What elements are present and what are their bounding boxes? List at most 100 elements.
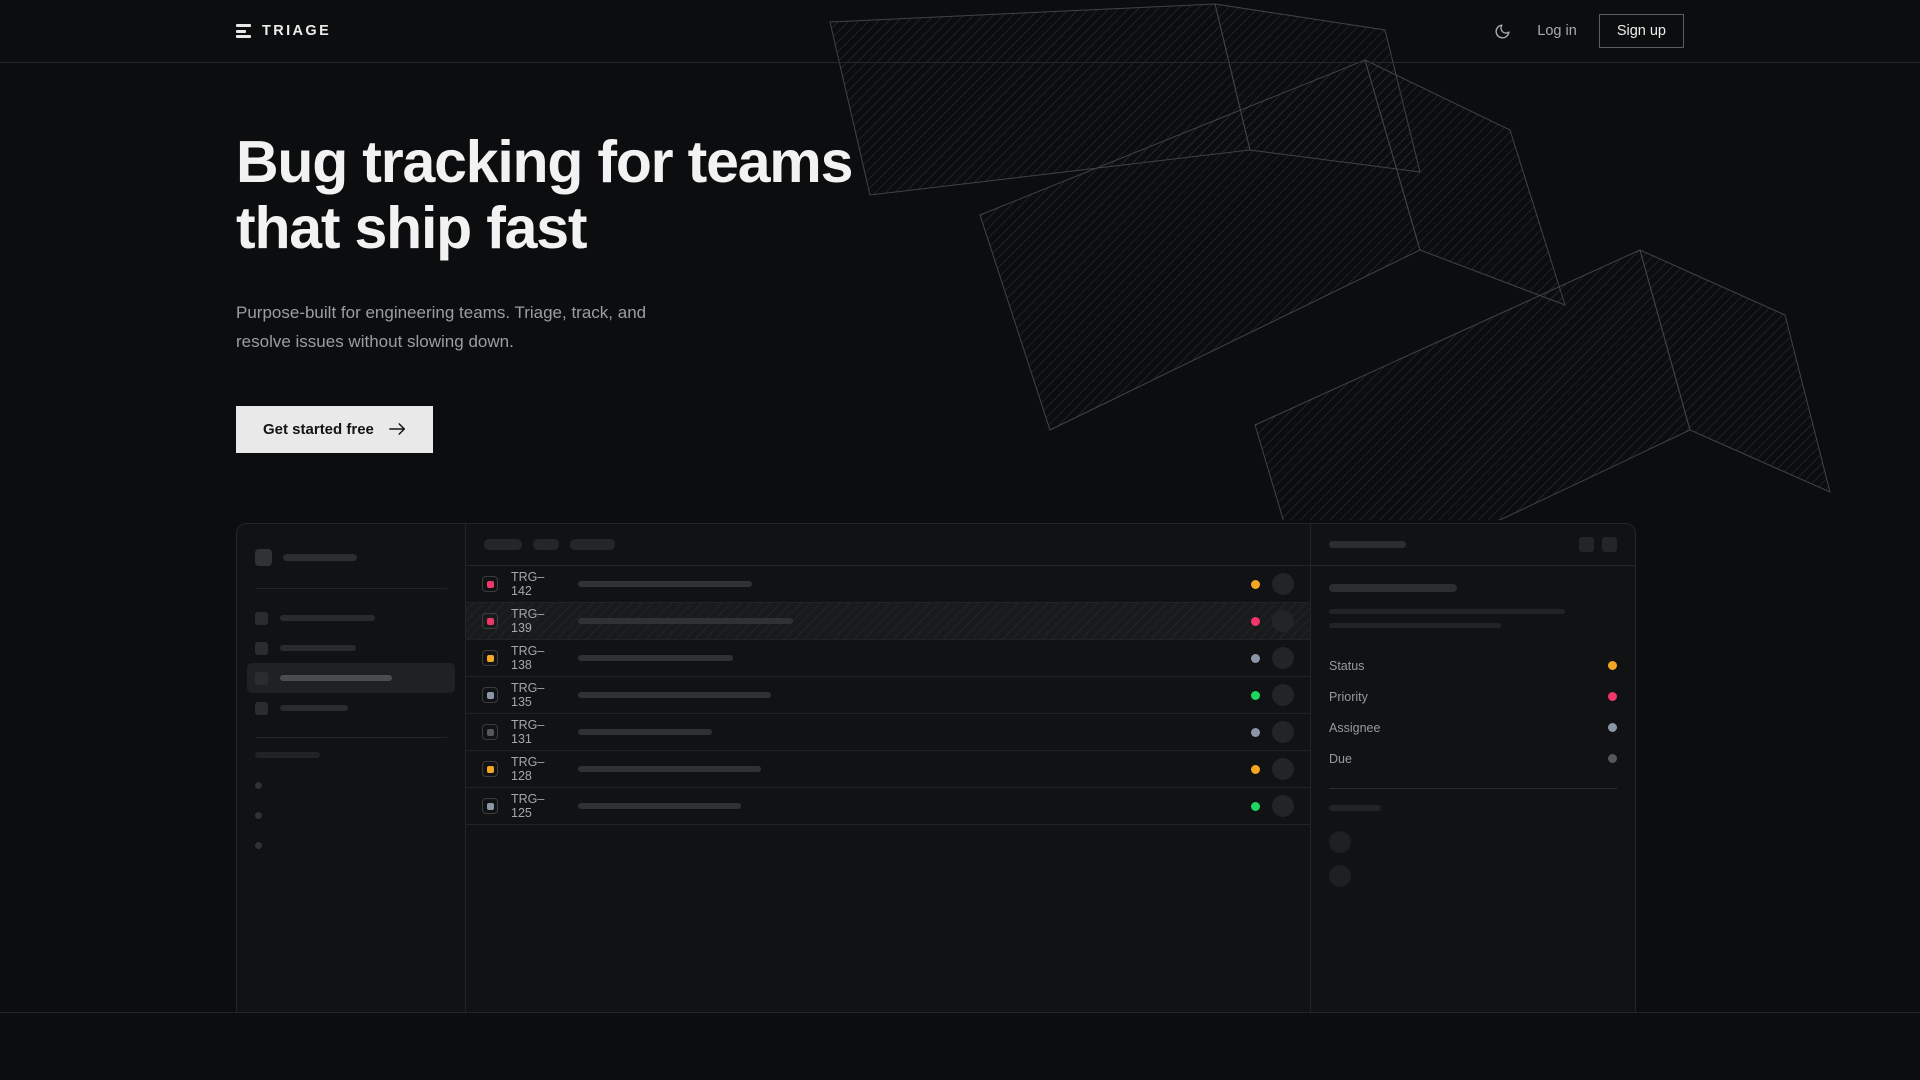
priority-indicator — [482, 687, 498, 703]
priority-indicator — [482, 761, 498, 777]
issue-title-skeleton — [578, 803, 741, 809]
status-dot — [1251, 616, 1260, 626]
issue-id: TRG–131 — [511, 718, 545, 746]
detail-field-value — [1608, 754, 1617, 763]
detail-field-label: Due — [1329, 751, 1352, 766]
status-dot — [1251, 653, 1260, 663]
status-dot — [1251, 727, 1260, 737]
sidebar-item-icon — [255, 611, 268, 625]
issue-title-skeleton — [578, 766, 761, 772]
stacked-bars-icon — [236, 24, 251, 38]
heading-line-1: Bug tracking for teams — [236, 129, 853, 195]
issue-id: TRG–142 — [511, 570, 545, 598]
table-row[interactable]: TRG–131 — [466, 714, 1310, 751]
cta-label: Get started free — [263, 420, 374, 438]
detail-title-skeleton — [1329, 584, 1457, 592]
status-dot — [1251, 579, 1260, 589]
arrow-right-icon — [389, 423, 405, 435]
hero-section: Bug tracking for teams that ship fast Pu… — [236, 63, 1136, 453]
footer-divider — [0, 1012, 1920, 1013]
detail-panel-header — [1311, 524, 1635, 566]
detail-field-value — [1608, 661, 1617, 670]
square-button-icon[interactable] — [1579, 537, 1594, 552]
sidebar-item-2[interactable] — [247, 663, 455, 693]
table-row[interactable]: TRG–128 — [466, 751, 1310, 788]
sidebar-project-item[interactable] — [255, 830, 447, 860]
toolbar-control-skeleton[interactable] — [570, 539, 615, 550]
table-row[interactable]: TRG–135 — [466, 677, 1310, 714]
brand-name: TRIAGE — [262, 23, 332, 39]
workspace-switcher[interactable] — [255, 540, 447, 574]
toolbar-control-skeleton[interactable] — [533, 539, 559, 550]
sidebar-item-0[interactable] — [247, 603, 455, 633]
issue-id: TRG–128 — [511, 755, 545, 783]
toolbar-control-skeleton[interactable] — [484, 539, 522, 550]
moon-icon[interactable] — [1489, 18, 1515, 44]
sidebar-section-label — [255, 752, 320, 758]
login-link[interactable]: Log in — [1537, 23, 1577, 39]
table-row[interactable]: TRG–125 — [466, 788, 1310, 825]
issue-title-skeleton — [578, 581, 752, 587]
detail-field-label: Status — [1329, 658, 1365, 673]
detail-field-value — [1608, 723, 1617, 732]
sidebar-item-label-skeleton — [280, 675, 392, 681]
table-row[interactable]: TRG–138 — [466, 640, 1310, 677]
priority-indicator — [482, 613, 498, 629]
brand-logo[interactable]: TRIAGE — [236, 23, 331, 39]
sidebar-item-icon — [255, 641, 268, 655]
detail-field-label: Priority — [1329, 689, 1368, 704]
avatar — [1329, 865, 1351, 887]
detail-text-line — [1329, 609, 1565, 614]
issue-id: TRG–125 — [511, 792, 545, 820]
table-row[interactable]: TRG–142 — [466, 566, 1310, 603]
sidebar-project-item[interactable] — [255, 800, 447, 830]
detail-field-status[interactable]: Status — [1329, 650, 1617, 681]
avatar — [1272, 721, 1294, 743]
status-dot — [1251, 801, 1260, 811]
priority-indicator — [482, 724, 498, 740]
sidebar-item-3[interactable] — [247, 693, 455, 723]
activity-item — [1329, 825, 1617, 859]
sidebar-project-item[interactable] — [255, 770, 447, 800]
detail-field-priority[interactable]: Priority — [1329, 681, 1617, 712]
issue-title-skeleton — [578, 692, 771, 698]
sidebar-project-list — [255, 770, 447, 860]
avatar — [1272, 647, 1294, 669]
mockup-sidebar — [237, 524, 466, 1012]
top-navigation: TRIAGE Log in Sign up — [0, 0, 1920, 63]
workspace-name-skeleton — [283, 553, 357, 561]
get-started-button[interactable]: Get started free — [236, 405, 433, 453]
subheading-line-1: Purpose-built for engineering teams. Tri… — [236, 303, 647, 323]
avatar — [1272, 795, 1294, 817]
issue-title-skeleton — [578, 655, 733, 661]
avatar — [1329, 831, 1351, 853]
hero-subheading: Purpose-built for engineering teams. Tri… — [236, 298, 1136, 356]
sidebar-item-icon — [255, 671, 268, 685]
avatar — [1272, 573, 1294, 595]
priority-indicator — [482, 798, 498, 814]
activity-avatars — [1329, 825, 1617, 893]
priority-indicator — [482, 576, 498, 592]
signup-button[interactable]: Sign up — [1598, 14, 1684, 48]
sidebar-item-label-skeleton — [280, 645, 356, 651]
page-title: Bug tracking for teams that ship fast — [236, 129, 1136, 261]
detail-field-assignee[interactable]: Assignee — [1329, 712, 1617, 743]
subheading-line-2: resolve issues without slowing down. — [236, 332, 514, 352]
sidebar-item-1[interactable] — [247, 633, 455, 663]
heading-line-2: that ship fast — [236, 195, 588, 262]
detail-field-due[interactable]: Due — [1329, 743, 1617, 774]
table-row[interactable]: TRG–139 — [466, 603, 1310, 640]
detail-divider — [1329, 788, 1617, 789]
square-button-icon[interactable] — [1602, 537, 1617, 552]
avatar — [1272, 684, 1294, 706]
project-dot-icon — [255, 811, 262, 819]
workspace-avatar — [255, 548, 272, 566]
avatar — [1272, 758, 1294, 780]
issue-id: TRG–138 — [511, 644, 545, 672]
